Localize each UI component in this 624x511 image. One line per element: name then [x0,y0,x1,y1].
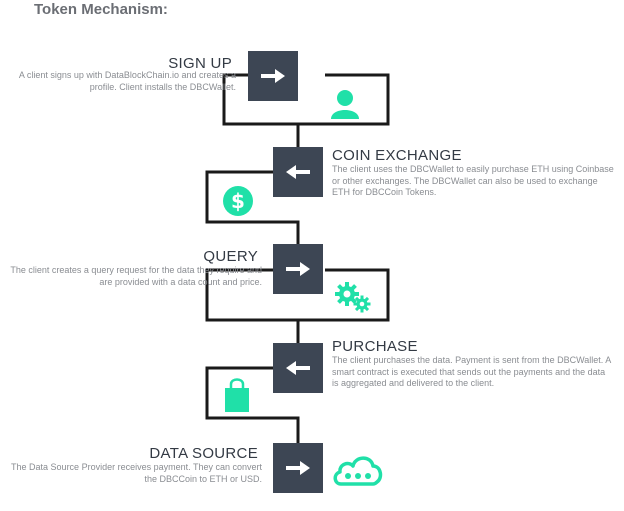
step-purchase-desc: The client purchases the data. Payment i… [332,355,611,388]
step-signup-box [248,51,298,101]
step-purchase-title: PURCHASE [332,338,418,355]
step-signup-desc: A client signs up with DataBlockChain.io… [18,70,236,92]
step-coin-exchange-desc: The client uses the DBCWallet to easily … [332,164,614,197]
step-query-desc: The client creates a query request for t… [10,265,262,287]
step-coin-exchange-box [273,147,323,197]
step-data-source-desc: The Data Source Provider receives paymen… [11,462,262,484]
dollar-coin-icon: $ [222,185,254,222]
left-arrow-icon [286,361,310,375]
right-arrow-icon [261,69,285,83]
step-signup-title: SIGN UP [168,55,232,72]
gears-icon [334,281,372,318]
step-query-title: QUERY [203,248,258,265]
shopping-bag-icon [224,377,250,418]
step-purchase-box [273,343,323,393]
right-arrow-icon [286,461,310,475]
user-icon [329,87,361,124]
step-query-box [273,244,323,294]
right-arrow-icon [286,262,310,276]
step-data-source-title: DATA SOURCE [149,445,258,462]
step-coin-exchange-title: COIN EXCHANGE [332,147,462,164]
cloud-icon [331,452,385,493]
left-arrow-icon [286,165,310,179]
step-data-source-box [273,443,323,493]
page-title: Token Mechanism: [34,1,168,18]
svg-text:$: $ [231,189,245,213]
